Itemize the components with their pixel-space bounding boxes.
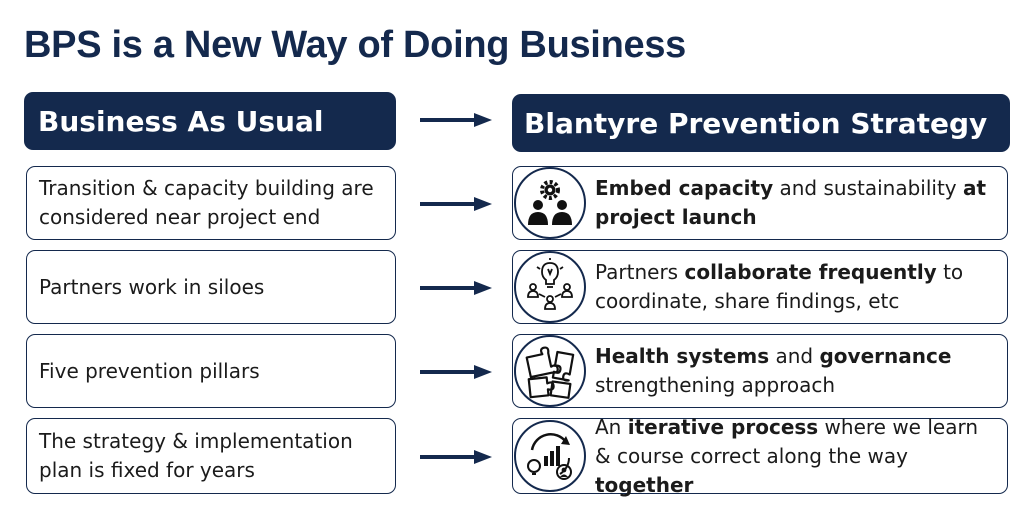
left-box-4: The strategy & implementation plan is fi… (26, 418, 396, 494)
right-text-part: at project launch (595, 176, 987, 229)
header-business-as-usual: Business As Usual (24, 92, 396, 150)
left-box-1: Transition & capacity building are consi… (26, 166, 396, 240)
right-text-3: Health systems and governance strengthen… (595, 342, 999, 400)
puzzle-icon (514, 335, 586, 407)
right-text-part: Embed capacity (595, 176, 774, 200)
right-text-1: Embed capacity and sustainability at pro… (595, 174, 999, 232)
left-text-3: Five prevention pillars (39, 358, 260, 383)
left-text-4: The strategy & implementation plan is fi… (39, 429, 353, 482)
right-text-part: to coordinate, share findings, etc (595, 260, 964, 313)
gear-people-icon (514, 167, 586, 239)
right-text-part: Partners (595, 260, 685, 284)
right-text-part: and sustainability (773, 176, 963, 200)
iterative-cycle-icon (514, 420, 586, 492)
header-blantyre-prevention-strategy: Blantyre Prevention Strategy (512, 94, 1010, 152)
left-box-3: Five prevention pillars (26, 334, 396, 408)
right-text-2: Partners collaborate frequently to coord… (595, 258, 999, 316)
arrow-right-icon (420, 450, 492, 464)
right-box-2: Partners collaborate frequently to coord… (512, 250, 1008, 324)
right-text-part: strengthening approach (595, 373, 836, 397)
right-text-part: where we learn & course correct along th… (595, 414, 979, 468)
arrow-right-icon (420, 113, 492, 127)
right-text-part: An (595, 414, 628, 439)
arrow-right-icon (420, 365, 492, 379)
right-box-1: Embed capacity and sustainability at pro… (512, 166, 1008, 240)
right-text-part: collaborate frequently (684, 260, 937, 284)
left-box-2: Partners work in siloes (26, 250, 396, 324)
arrow-right-icon (420, 281, 492, 295)
page-title: BPS is a New Way of Doing Business (24, 24, 686, 66)
left-text-2: Partners work in siloes (39, 274, 265, 299)
right-text-part: Health systems (595, 344, 770, 368)
arrow-right-icon (420, 197, 492, 211)
left-text-1: Transition & capacity building are consi… (39, 176, 374, 229)
right-text-part: iterative process (627, 414, 819, 439)
right-text-part: governance (819, 344, 952, 368)
lightbulb-team-icon (514, 251, 586, 323)
right-text-part: and (769, 344, 820, 368)
right-text-part: together (595, 472, 694, 497)
right-text-4: An iterative process where we learn & co… (595, 413, 999, 500)
right-box-3: Health systems and governance strengthen… (512, 334, 1008, 408)
right-box-4: An iterative process where we learn & co… (512, 415, 1008, 497)
